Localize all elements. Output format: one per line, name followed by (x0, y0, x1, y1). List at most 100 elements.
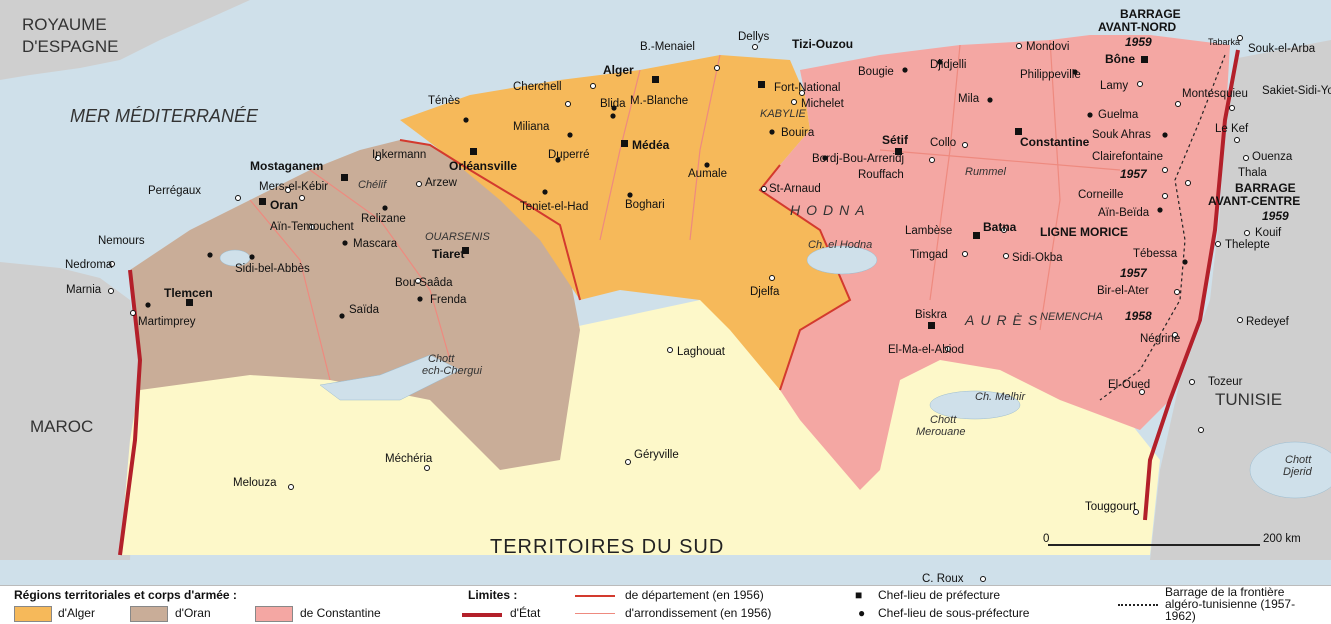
label-medea: Médéa (632, 138, 670, 152)
arrondissement-lines (249, 39, 1121, 381)
label-bougie: Bougie (858, 66, 894, 78)
sea-label: MER MÉDITERRANÉE (70, 106, 259, 126)
chott-melhir: Ch. Melhir (975, 391, 1026, 403)
label-constantine: Constantine (1020, 135, 1090, 149)
label-negrine: El-Oued (1108, 379, 1150, 391)
label-souk-el-arba: Sakiet-Sidi-Youssef 1958 (1262, 85, 1331, 97)
country-tunisie: TUNISIE (1215, 390, 1282, 409)
label-bosquet: Inkermann (372, 149, 426, 161)
label-boghari: Boghari (625, 199, 665, 211)
label-corneille: Lambèse (905, 225, 952, 237)
label-oran: Oran (270, 198, 298, 212)
region-constantine (760, 35, 1230, 490)
label-arzew: Mers-el-Kébir (259, 181, 328, 193)
label-mila: Mila (958, 93, 980, 105)
sud-label: TERRITOIRES DU SUD (490, 536, 724, 558)
sous-prefecture-markers (145, 59, 1188, 319)
label-perregaux: Aïn-Temouchent (270, 221, 355, 233)
chott-chergui: Chott ech-Chergui (422, 353, 482, 377)
legend-oran: d'Oran (175, 606, 211, 620)
label-saida: Saïda (349, 304, 380, 316)
label-kouif: Thelepte (1225, 239, 1270, 251)
legend-regions-title: Régions territoriales et corps d'armée : (14, 588, 237, 602)
legend-swatch-constantine (255, 606, 293, 622)
region-nemencha: NEMENCHA (1040, 311, 1103, 323)
place-labels: Alger Tizi-Ouzou Médéa Orléansville Tiar… (65, 31, 1331, 585)
label-bou-saada: Djelfa (750, 286, 780, 298)
legend-square-icon: ■ (855, 588, 863, 602)
label-guelma: Guelma (1098, 109, 1139, 121)
label-tiaret: Tiaret (432, 247, 464, 261)
barrage-centre-year: 1959 (1262, 209, 1289, 223)
legend-sous-prefecture: Chef-lieu de sous-préfecture (878, 606, 1030, 620)
label-c-roux: Tabarka (1208, 37, 1240, 47)
country-espagne: ROYAUME D'ESPAGNE (22, 15, 118, 56)
label-st-arnaud: Rouffach (858, 169, 904, 181)
chott-merouane-line2: Merouane (916, 426, 966, 438)
label-orleansville: Orléansville (449, 159, 517, 173)
label-souk-ahras: Souk Ahras (1092, 129, 1151, 141)
label-touggourt: C. Roux (922, 573, 964, 585)
label-mers: Perrégaux (148, 185, 201, 197)
legend-constantine: de Constantine (300, 606, 381, 620)
scale-max: 200 km (1263, 533, 1301, 545)
legend-line-arrondissement (575, 613, 615, 614)
label-dellys: Dellys (738, 31, 770, 43)
legend-prefecture: Chef-lieu de préfecture (878, 588, 1001, 602)
label-inkermann: Arzew (425, 177, 458, 189)
chotts (219, 245, 1331, 499)
chott-djerid-line1: Chott (1285, 454, 1312, 466)
river-rummel: Rummel (965, 166, 1007, 178)
region-alger (400, 55, 850, 390)
label-alger: Alger (603, 63, 634, 77)
legend-line-etat (462, 613, 502, 617)
tunisia-land (1150, 40, 1331, 560)
label-thala: Kouif (1255, 227, 1282, 239)
label-bone: Bône (1105, 52, 1135, 66)
scale-bar: 0 200 km (1043, 533, 1301, 546)
legend-alger: d'Alger (58, 606, 95, 620)
label-redeyef: Tozeur (1208, 376, 1243, 388)
label-djidjelli: Djidjelli (930, 59, 966, 71)
scale-zero: 0 (1043, 533, 1049, 545)
region-aures: AURÈS (964, 312, 1043, 328)
label-mecheria: Melouza (233, 477, 277, 489)
barrage-centre-line1: BARRAGE (1235, 181, 1296, 195)
label-lamy: Montesquieu (1182, 88, 1248, 100)
label-montesquieu: Clairefontaine (1092, 151, 1163, 163)
year-1958: 1958 (1125, 309, 1152, 323)
legend-line-departement (575, 595, 615, 597)
label-melouza: St-Arnaud (769, 183, 821, 195)
label-setif: Sétif (882, 133, 909, 147)
chott-hodna: Ch. el Hodna (808, 239, 872, 251)
label-martimprey: Bou-Saâda (395, 277, 453, 289)
label-teniet: Teniet-el-Had (520, 201, 588, 213)
label-batna: Batna (983, 220, 1017, 234)
label-tabarka: Souk-el-Arba (1248, 43, 1316, 55)
country-espagne-line2: D'ESPAGNE (22, 37, 118, 56)
label-mondovi: Lamy (1100, 80, 1128, 92)
barrage-nord-line2: AVANT-NORD (1098, 20, 1177, 34)
label-tizi-ouzou: Tizi-Ouzou (792, 37, 853, 51)
region-hodna: HODNA (790, 202, 871, 218)
year-1957b: 1957 (1120, 266, 1148, 280)
legend-limites-title: Limites : (468, 588, 518, 602)
label-ain-beida: Aïn-Beïda (1098, 207, 1150, 219)
label-mostaganem: Mostaganem (250, 159, 323, 173)
label-m-blanche: M.-Blanche (630, 95, 688, 107)
barrage-nord-year: 1959 (1125, 35, 1152, 49)
barrage-centre: BARRAGE AVANT-CENTRE (1208, 181, 1300, 208)
label-bba: Bordj-Bou-Arreridj (812, 153, 904, 165)
label-le-kef: Ouenza (1252, 151, 1293, 163)
label-menaiel: B.-Menaiel (640, 41, 695, 53)
label-aumale: Aumale (688, 168, 727, 180)
label-rouffach: Collo (930, 137, 956, 149)
label-el-oued: Touggourt (1085, 501, 1137, 513)
label-tenes: Ténès (428, 95, 460, 107)
chott-chergui-line2: ech-Chergui (422, 365, 482, 377)
legend-line-barrage (1118, 604, 1158, 606)
legend-swatch-alger (14, 606, 52, 622)
label-clairefontaine: Corneille (1078, 189, 1123, 201)
river-cheliff: Chélif (358, 179, 387, 191)
legend-etat: d'État (510, 606, 541, 620)
